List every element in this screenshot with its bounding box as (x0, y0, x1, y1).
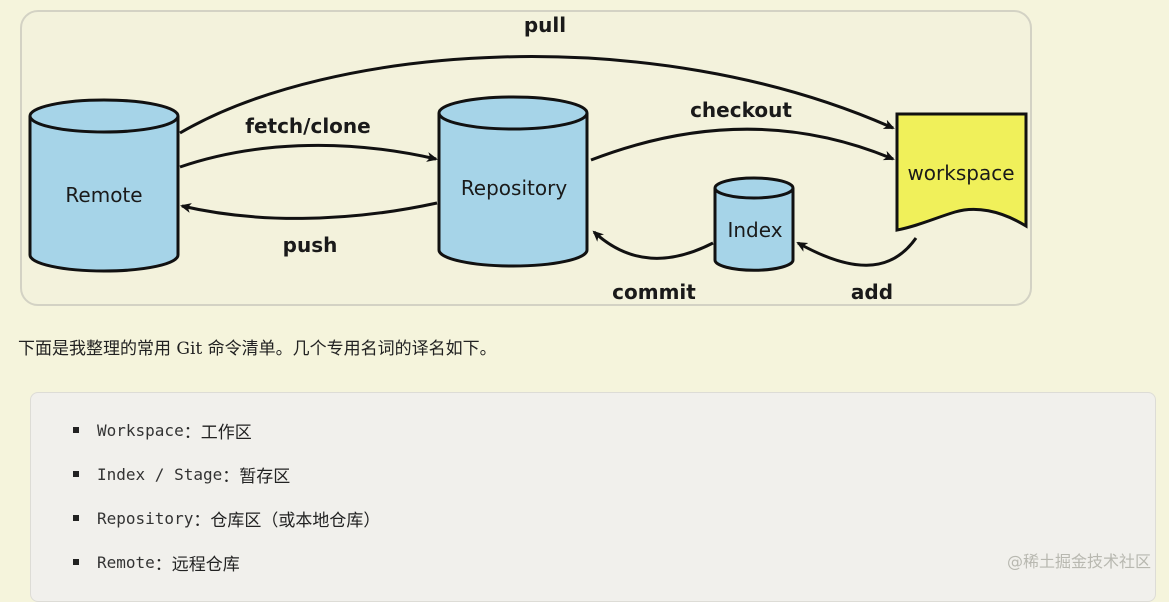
glossary-item: Repository：仓库区（或本地仓库） (73, 505, 380, 531)
glossary-item: Workspace：工作区 (73, 417, 252, 443)
pull-label: pull (524, 13, 566, 37)
glossary-item: Index / Stage：暂存区 (73, 461, 290, 487)
glossary-separator: ： (154, 554, 172, 575)
bullet-icon (73, 427, 79, 433)
remote-cylinder: Remote (28, 98, 180, 273)
fetch-clone-label: fetch/clone (245, 114, 370, 138)
push-arrow (180, 201, 438, 220)
glossary-desc: 仓库区（或本地仓库） (210, 510, 381, 531)
workspace-document: workspace (895, 112, 1028, 232)
push-label: push (283, 233, 338, 257)
glossary-separator: ： (222, 466, 240, 487)
git-workflow-diagram: Remote Repository Index workspace pull f… (28, 13, 1028, 304)
pull-arrow (179, 55, 895, 135)
glossary-separator: ： (193, 510, 211, 531)
add-arrow (796, 237, 918, 267)
bullet-icon (73, 515, 79, 521)
intro-text: 下面是我整理的常用 Git 命令清单。几个专用名词的译名如下。 (18, 339, 497, 359)
repository-cylinder: Repository (437, 95, 589, 268)
glossary-desc: 暂存区 (239, 466, 291, 487)
glossary-term: Remote (97, 552, 155, 572)
index-cylinder: Index (713, 176, 795, 272)
glossary-box: Workspace：工作区 Index / Stage：暂存区 Reposito… (30, 392, 1156, 602)
glossary-desc: 远程仓库 (171, 554, 240, 575)
workspace-label: workspace (907, 161, 1014, 185)
commit-arrow (592, 230, 714, 260)
index-label: Index (727, 218, 782, 242)
fetch-clone-arrow (179, 143, 438, 169)
add-label: add (851, 280, 893, 304)
glossary-item: Remote：远程仓库 (73, 549, 240, 575)
commit-label: commit (612, 280, 696, 304)
watermark: @稀土掘金技术社区 (1006, 552, 1151, 571)
glossary-desc: 工作区 (200, 422, 252, 443)
checkout-arrow (590, 127, 895, 162)
glossary-term: Repository (97, 508, 194, 528)
glossary-term: Workspace (97, 420, 184, 440)
glossary-separator: ： (183, 422, 201, 443)
bullet-icon (73, 471, 79, 477)
remote-label: Remote (65, 183, 142, 207)
bullet-icon (73, 559, 79, 565)
glossary-term: Index / Stage (97, 464, 223, 484)
repository-label: Repository (461, 176, 568, 200)
checkout-label: checkout (690, 98, 792, 122)
